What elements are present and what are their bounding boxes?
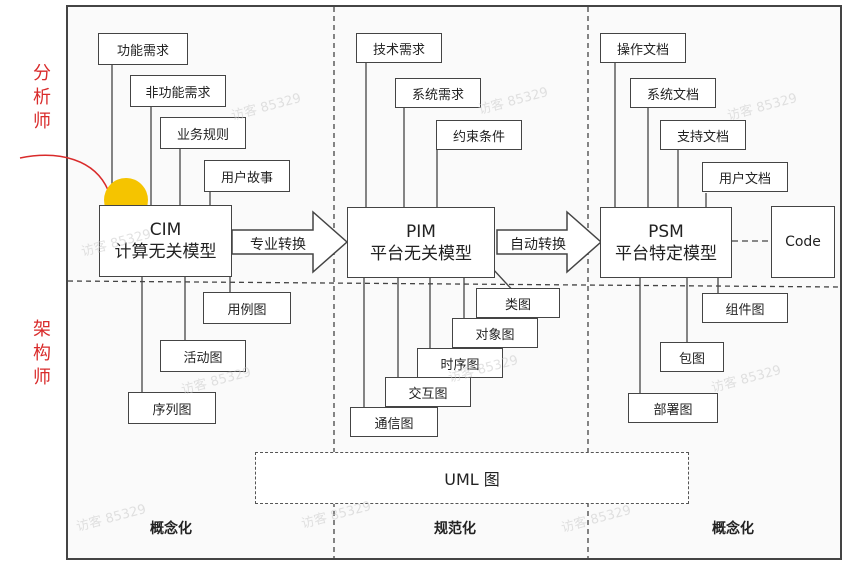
psm-input-box: 系统文档 — [630, 78, 716, 108]
cim-title: CIM — [149, 220, 182, 240]
uml-box: UML 图 — [255, 452, 689, 504]
psm-input-box: 操作文档 — [600, 33, 686, 63]
psm-output-box: 包图 — [660, 342, 724, 372]
pim-subtitle: 平台无关模型 — [370, 243, 472, 264]
cim-input-box: 业务规则 — [160, 117, 246, 149]
code-box: Code — [771, 206, 835, 278]
cim-output-box: 序列图 — [128, 392, 216, 424]
arrow-label-pim-to-psm: 自动转换 — [510, 237, 566, 253]
cim-subtitle: 计算无关模型 — [114, 242, 217, 262]
pim-input-box: 约束条件 — [436, 120, 522, 150]
pim-output-box: 对象图 — [452, 318, 538, 348]
side-label-architect: 架构师 — [33, 319, 51, 388]
psm-output-box: 部署图 — [628, 393, 718, 423]
pim-title: PIM — [406, 221, 436, 242]
pim-input-box: 技术需求 — [356, 33, 442, 63]
side-label-analyst: 分析师 — [33, 63, 51, 132]
bottom-label-cim: 概念化 — [150, 521, 192, 537]
cim-input-box: 非功能需求 — [130, 75, 226, 107]
pim-model-box: PIM 平台无关模型 — [347, 207, 495, 278]
pim-output-box: 类图 — [476, 288, 560, 318]
psm-title: PSM — [648, 221, 684, 242]
cim-input-box: 用户故事 — [204, 160, 290, 192]
cim-input-box: 功能需求 — [98, 33, 188, 65]
pim-output-box: 交互图 — [385, 377, 471, 407]
cim-output-box: 活动图 — [160, 340, 246, 372]
arrow-cim-to-pim — [231, 210, 349, 274]
cim-output-box: 用例图 — [203, 292, 291, 324]
arrow-pim-to-psm — [496, 210, 603, 274]
psm-input-box: 支持文档 — [660, 120, 746, 150]
psm-output-box: 组件图 — [702, 293, 788, 323]
pim-input-box: 系统需求 — [395, 78, 481, 108]
pim-output-box: 通信图 — [350, 407, 438, 437]
cim-model-box: CIM 计算无关模型 — [99, 205, 232, 277]
arrow-label-cim-to-pim: 专业转换 — [250, 237, 306, 253]
psm-model-box: PSM 平台特定模型 — [600, 207, 732, 278]
psm-subtitle: 平台特定模型 — [615, 243, 717, 264]
psm-input-box: 用户文档 — [702, 162, 788, 192]
bottom-label-psm: 概念化 — [712, 521, 754, 537]
bottom-label-pim: 规范化 — [434, 521, 476, 537]
